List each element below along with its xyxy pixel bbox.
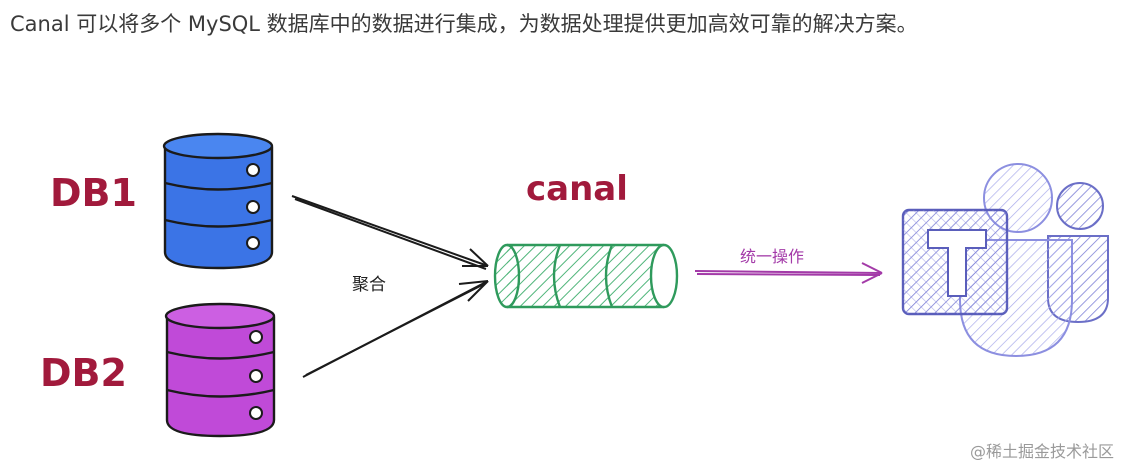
db1-database-icon [162,132,274,270]
db2-label: DB2 [40,351,127,395]
canal-label: canal [526,169,628,209]
intro-paragraph: Canal 可以将多个 MySQL 数据库中的数据进行集成，为数据处理提供更加高… [10,12,918,36]
teams-logo-icon [901,163,1109,358]
db2-database-icon [164,302,276,438]
db2-to-canal-arrow [302,280,489,378]
canal-to-app-arrow [694,262,883,284]
db1-to-canal-arrow [291,195,489,270]
canal-pipe-icon [493,243,679,309]
unified-operation-label: 统一操作 [740,247,804,266]
db1-label: DB1 [50,171,137,215]
aggregate-label: 聚合 [352,275,386,295]
watermark: @稀土掘金技术社区 [969,442,1114,461]
